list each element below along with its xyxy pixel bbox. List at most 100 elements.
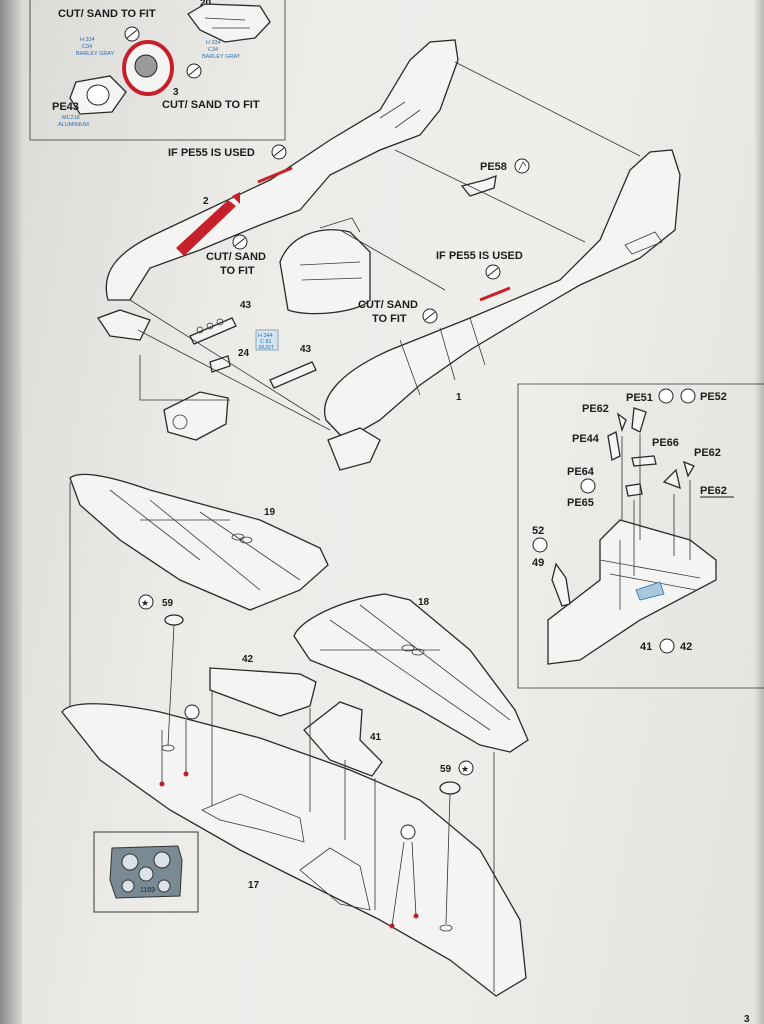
page-binding-shadow — [0, 0, 22, 1024]
part-number-42: 42 — [242, 654, 254, 665]
paint-name-1: BARLEY GRAY — [76, 51, 115, 57]
part-2-red-area — [176, 200, 236, 256]
if-pe55-label-1: IF PE55 IS USED — [168, 147, 255, 159]
part-1-red-strip — [479, 286, 511, 302]
dot-icon-52 — [532, 537, 548, 553]
inset-49-label: 49 — [532, 557, 544, 569]
engine-front-hole — [172, 414, 188, 430]
part-number-41: 41 — [370, 732, 382, 743]
part-24-shape — [209, 355, 231, 373]
cut-icon-mid-slash — [424, 311, 436, 321]
part-17-shape — [61, 703, 527, 997]
instrument-inset-frame — [93, 831, 199, 913]
part-43a-stack3 — [216, 318, 224, 326]
part-number-24: 24 — [238, 348, 250, 359]
paint-43-name: RUST — [259, 345, 275, 351]
paint-code-2b: C34 — [208, 47, 218, 53]
paint-43-code2: C 81 — [260, 339, 272, 345]
part-59a-shape — [164, 614, 184, 626]
part-3-hub — [134, 54, 158, 78]
pe44-shape — [607, 431, 621, 461]
inset-42-label: 42 — [680, 641, 692, 653]
inset-pe62c-label: PE62 — [700, 485, 727, 497]
cut-icon-pe55-2-slash — [487, 267, 499, 277]
paint-code-1b: C34 — [82, 44, 92, 50]
cut-icon-pe55-1-slash — [273, 147, 285, 157]
part-18-detail2 — [411, 648, 425, 656]
inset-pe62a-label: PE62 — [582, 403, 609, 415]
inset-pe51-label: PE51 — [626, 392, 653, 404]
inset-41-label: 41 — [640, 641, 652, 653]
inset-pe44-label: PE44 — [572, 433, 600, 445]
cut-icon-left-slash — [234, 237, 246, 247]
cockpit-inset-guides — [621, 434, 691, 576]
wing-upper-left: 19 — [69, 473, 329, 611]
part-2-detail — [379, 101, 421, 129]
engine-front-shape — [163, 391, 229, 441]
instrument-panel-inset: 1169 — [93, 831, 199, 913]
part-43a-stack2 — [206, 322, 214, 330]
part-number-3: 3 — [173, 87, 179, 98]
part-41-shape — [303, 701, 383, 777]
part-17-bay-right — [299, 847, 371, 911]
part-42-block: 42 — [209, 654, 317, 717]
part-pe58-shape — [460, 175, 497, 197]
part-19-detail2 — [239, 536, 253, 544]
paint-pe43-name: ALUMINIUM — [58, 122, 89, 128]
cockpit-tub-ribs — [299, 261, 363, 281]
part-pe43-hole — [86, 84, 110, 106]
part-1-tail-detail — [624, 231, 663, 255]
pe66-shape — [631, 455, 657, 467]
paint-chip-43 — [255, 329, 279, 351]
cut-sand-label-3: CUT/ SAND TO FIT — [162, 99, 260, 111]
part-19-panel-lines — [109, 489, 301, 591]
bend-icon-pe51 — [658, 388, 674, 404]
part-number-59a: 59 — [162, 598, 174, 609]
part-20-shape — [187, 3, 271, 43]
assembly-guide-engine — [139, 355, 230, 401]
inset-52-label: 52 — [532, 525, 544, 537]
bend-icon-pe58 — [514, 158, 530, 174]
part-17-bay-left — [201, 793, 305, 843]
inset-pe62b-label: PE62 — [694, 447, 721, 459]
fuselage-right-half: 1 — [324, 149, 681, 471]
part-number-43a: 43 — [240, 300, 252, 311]
star-glyph-59a: ★ — [141, 598, 149, 608]
instrument-gauge-5 — [157, 879, 171, 893]
cut-sand-label-top: CUT/ SAND TO FIT — [58, 8, 156, 20]
inset-frame-top — [29, 0, 286, 141]
mount-hole-b — [439, 924, 453, 932]
part-18-panel-lines — [320, 604, 511, 731]
part-43a-stack1 — [196, 326, 204, 334]
dot-icon-pe64 — [580, 478, 596, 494]
pe62a-shape — [616, 412, 627, 433]
wing-lower: 17 — [61, 703, 527, 997]
part-pe43-label: PE43 — [52, 101, 79, 113]
cockpit-floor-detail — [599, 540, 701, 610]
paint-name-2: BARLEY GRAY — [202, 54, 241, 60]
pe51-shape — [631, 407, 647, 433]
part-24-propeller-shaft: 24 — [209, 348, 250, 373]
page-edge — [754, 0, 764, 1024]
pe64-shape — [625, 483, 643, 497]
cut-icon-3-slash — [188, 66, 200, 76]
part-number-43b: 43 — [300, 344, 312, 355]
part-41-block: 41 — [303, 701, 383, 777]
part-number-2: 2 — [203, 196, 209, 207]
part-2-nose — [97, 309, 151, 341]
part-20-detail — [204, 17, 250, 29]
cut-sand-left-l1: CUT/ SAND — [206, 251, 266, 263]
wing-upper-right: 18 — [293, 593, 529, 753]
assembly-guides-lower — [69, 482, 495, 992]
part-1-nose — [327, 427, 381, 471]
part-43-exhaust-b: 43 — [269, 344, 317, 389]
inset-pe65-label: PE65 — [567, 497, 594, 509]
inset-pe52-label: PE52 — [700, 391, 727, 403]
fuselage-left-half: 2 — [97, 39, 459, 341]
paint-43-code: H 344 — [258, 333, 273, 339]
pe62b-shape — [683, 460, 695, 478]
star-glyph-59b: ★ — [461, 764, 469, 774]
part-1-shape — [324, 149, 681, 441]
part-2-red-strip — [257, 166, 293, 184]
